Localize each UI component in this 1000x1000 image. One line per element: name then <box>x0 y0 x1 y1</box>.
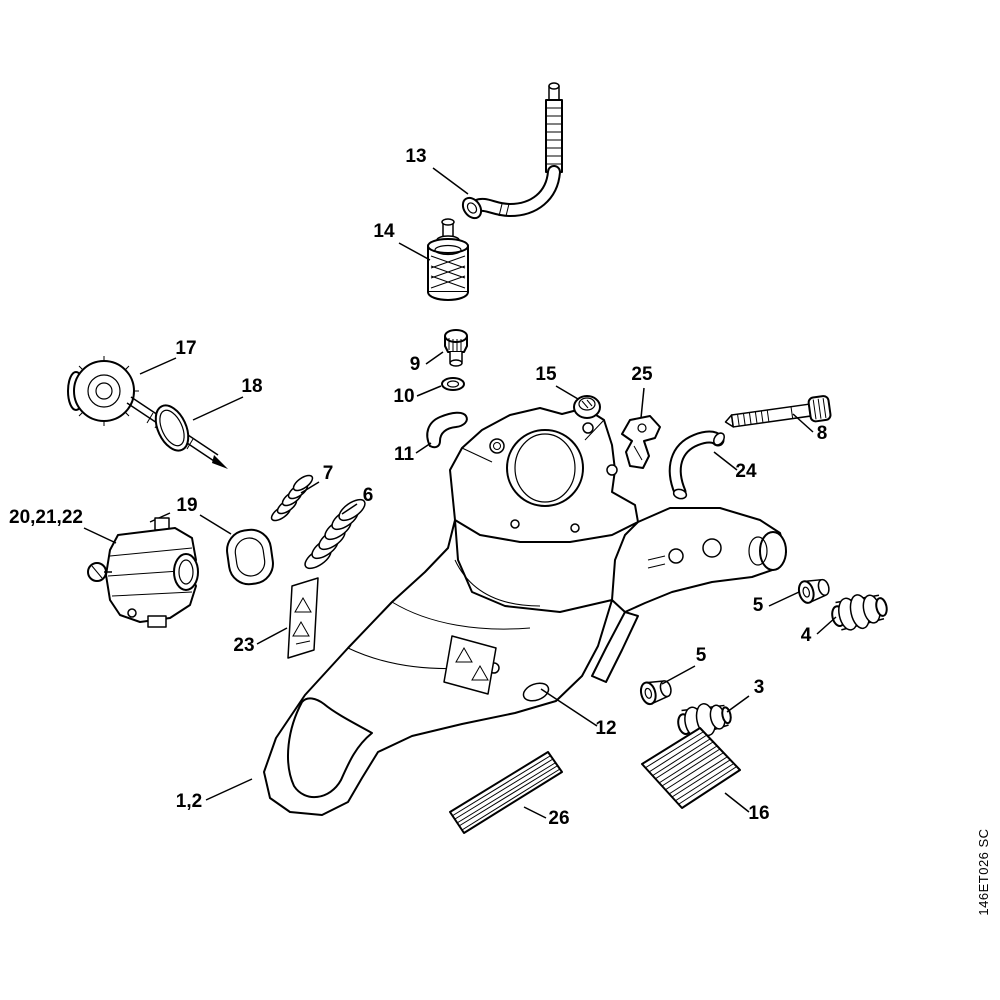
callout-6: 6 <box>363 485 374 506</box>
part-18 <box>154 404 190 452</box>
callouts: 13 14 9 10 11 17 18 15 25 8 24 7 6 20,21… <box>9 146 827 829</box>
part-11 <box>426 411 468 449</box>
part-14 <box>427 218 469 301</box>
callout-15: 15 <box>535 364 557 385</box>
callout-4: 4 <box>801 625 812 646</box>
part-10 <box>441 377 465 391</box>
callout-18: 18 <box>241 376 262 397</box>
callout-26: 26 <box>548 808 569 829</box>
leader-lines <box>83 167 837 819</box>
callout-17: 17 <box>175 338 196 359</box>
part-13 <box>461 82 563 220</box>
part-19 <box>226 528 274 586</box>
part-7 <box>270 474 314 522</box>
callout-25: 25 <box>631 364 653 385</box>
callout-20-21-22: 20,21,22 <box>9 507 83 528</box>
part-9 <box>444 329 468 367</box>
part-26 <box>449 751 563 834</box>
part-20-21-22 <box>87 512 199 628</box>
part-25 <box>621 415 661 469</box>
callout-11: 11 <box>394 444 415 465</box>
diagram-code-watermark: 146ET026 SC <box>976 828 991 915</box>
callout-14: 14 <box>373 221 395 242</box>
part-5-lower <box>639 680 672 706</box>
callout-3: 3 <box>754 677 765 698</box>
part-8 <box>724 395 832 428</box>
warning-sticker <box>443 635 497 695</box>
part-4 <box>831 594 888 631</box>
part-6 <box>304 498 366 570</box>
callout-1-2: 1,2 <box>176 791 202 812</box>
part-housing-assembly <box>263 407 787 816</box>
part-23 <box>287 577 319 659</box>
callout-7: 7 <box>323 463 334 484</box>
part-24 <box>668 430 725 500</box>
callout-8: 8 <box>817 423 828 444</box>
callout-23: 23 <box>233 635 254 656</box>
callout-10: 10 <box>393 386 414 407</box>
part-16 <box>641 727 741 809</box>
part-15 <box>573 395 601 419</box>
callout-19: 19 <box>176 495 197 516</box>
callout-24: 24 <box>735 461 757 482</box>
callout-13: 13 <box>405 146 426 167</box>
callout-5-right: 5 <box>753 595 764 616</box>
callout-12: 12 <box>595 718 616 739</box>
callout-9: 9 <box>410 354 421 375</box>
part-17 <box>67 356 228 469</box>
part-5-right <box>797 578 830 604</box>
callout-16: 16 <box>748 803 769 824</box>
callout-5-lower: 5 <box>696 645 707 666</box>
